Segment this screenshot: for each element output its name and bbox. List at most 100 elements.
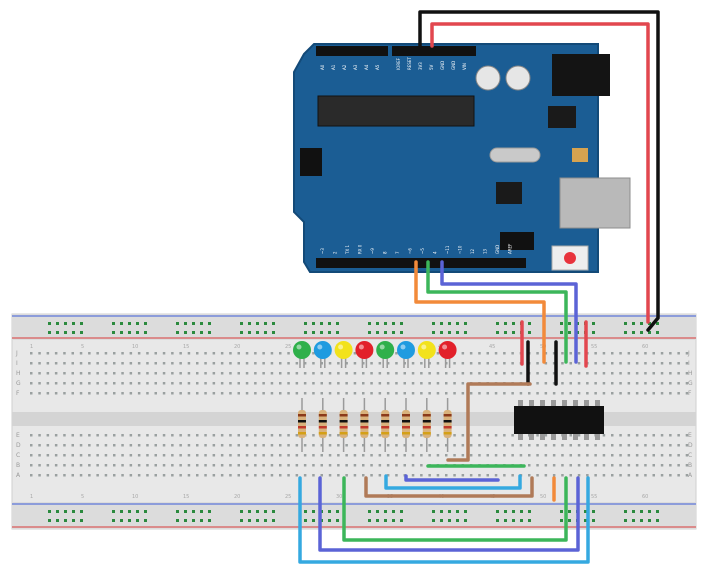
analog-pin-label: A4 [364, 64, 369, 70]
resistor-body [298, 410, 306, 438]
grid-hole [237, 352, 240, 355]
grid-hole [362, 464, 365, 467]
grid-hole [154, 362, 157, 365]
grid-hole [38, 362, 41, 365]
grid-hole [262, 454, 265, 457]
yellow-led [417, 341, 436, 368]
grid-hole [660, 434, 664, 437]
grid-hole [569, 444, 572, 447]
grid-hole [245, 372, 249, 375]
usb-port [559, 177, 631, 229]
rail-hole [456, 519, 459, 522]
grid-hole [204, 454, 207, 457]
grid-hole [685, 444, 689, 447]
grid-hole [370, 464, 373, 467]
grid-hole [270, 454, 274, 457]
rail-hole [112, 322, 115, 325]
grid-hole [362, 444, 365, 447]
grid-hole [386, 392, 390, 395]
grid-hole [519, 392, 523, 395]
grid-hole [370, 382, 373, 385]
grid-hole [245, 454, 249, 457]
grid-hole [511, 362, 514, 365]
rail-hole [432, 510, 435, 513]
grid-hole [411, 382, 415, 385]
resistor [443, 398, 452, 452]
resistor [381, 398, 390, 452]
rail-hole [456, 331, 459, 334]
grid-hole [528, 392, 531, 395]
grid-hole [536, 372, 539, 375]
resistor-band [402, 420, 410, 423]
rail-hole [464, 519, 467, 522]
rail-hole [120, 510, 123, 513]
grid-hole [669, 474, 672, 477]
atmega-chip [317, 95, 475, 127]
chip-pin [540, 434, 545, 440]
grid-hole [569, 392, 572, 395]
grid-hole [544, 454, 548, 457]
grid-hole [362, 372, 365, 375]
grid-hole [279, 362, 282, 365]
grid-hole [328, 372, 332, 375]
grid-hole [577, 362, 581, 365]
grid-hole [129, 444, 133, 447]
rail-hole [264, 331, 267, 334]
led-highlight [442, 344, 448, 350]
grid-hole [121, 382, 124, 385]
grid-hole [320, 362, 323, 365]
grid-hole [461, 362, 465, 365]
grid-hole [353, 454, 357, 457]
grid-hole [611, 464, 614, 467]
grid-hole [295, 362, 299, 365]
grid-hole [486, 372, 489, 375]
grid-hole [262, 382, 265, 385]
grid-hole [96, 454, 99, 457]
grid-hole [386, 474, 390, 477]
grid-hole [71, 362, 74, 365]
rail-hole [192, 322, 195, 325]
grid-hole [635, 444, 639, 447]
rail-hole [128, 510, 131, 513]
analog-header-top [316, 46, 388, 56]
grid-hole [38, 372, 41, 375]
grid-hole [420, 444, 423, 447]
rail-hole [64, 519, 67, 522]
grid-hole [254, 392, 257, 395]
rail-hole [208, 519, 211, 522]
grid-hole [54, 474, 58, 477]
grid-hole [486, 444, 489, 447]
grid-hole [229, 392, 232, 395]
wire-green-long [342, 476, 568, 542]
grid-hole [395, 382, 398, 385]
grid-hole [611, 454, 614, 457]
column-number: 5 [81, 344, 84, 350]
grid-hole [453, 454, 456, 457]
rail-hole [632, 322, 635, 325]
grid-hole [30, 372, 33, 375]
led-bulb [376, 341, 395, 359]
grid-hole [511, 434, 514, 437]
digital-pin-label: ~6 [408, 248, 413, 254]
rail-hole [448, 322, 451, 325]
grid-hole [113, 392, 116, 395]
grid-hole [602, 444, 606, 447]
grid-hole [611, 444, 614, 447]
grid-hole [121, 474, 124, 477]
grid-hole [79, 454, 83, 457]
rail-hole [256, 519, 259, 522]
digital-header [316, 258, 526, 268]
grid-hole [328, 464, 332, 467]
grid-hole [196, 392, 199, 395]
led-bulb [397, 341, 415, 359]
resistor-band [298, 426, 306, 429]
grid-hole [270, 474, 274, 477]
grid-hole [660, 392, 664, 395]
grid-hole [96, 352, 99, 355]
rail-hole [496, 331, 499, 334]
resistor-band [422, 420, 431, 423]
grid-hole [38, 392, 41, 395]
grid-hole [104, 464, 108, 467]
grid-hole [270, 352, 274, 355]
grid-hole [345, 454, 348, 457]
